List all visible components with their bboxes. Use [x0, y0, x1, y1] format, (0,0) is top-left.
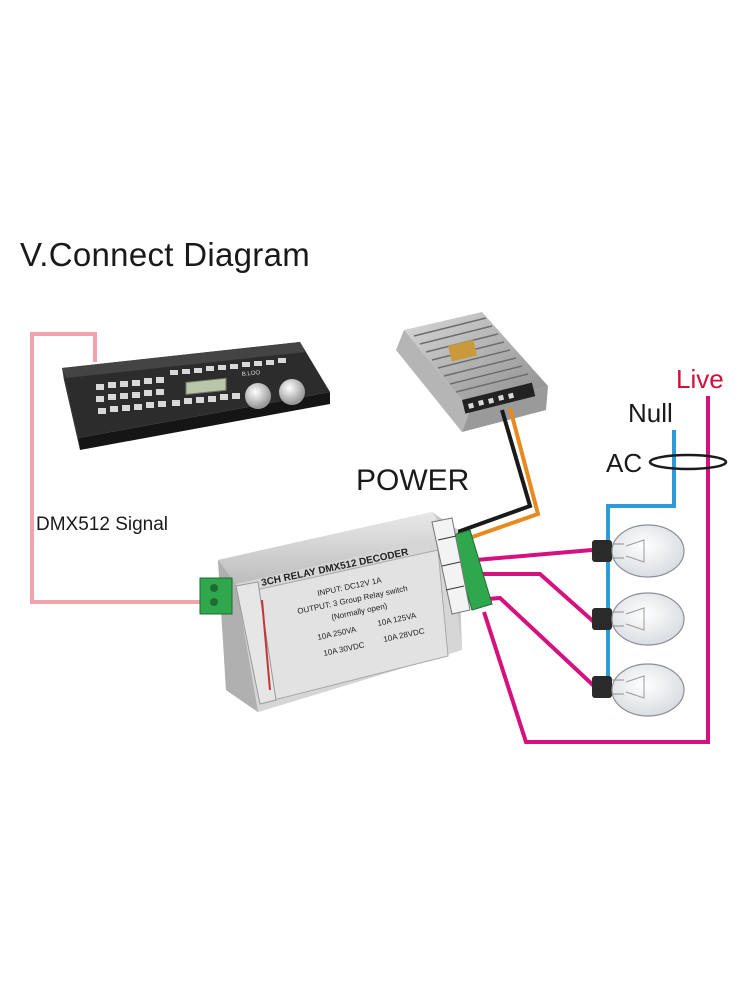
ac-label: AC [606, 448, 643, 478]
diagram-title: V.Connect Diagram [20, 236, 311, 273]
relay-output-wire-2 [468, 572, 596, 624]
dmx-signal-wire [30, 332, 212, 604]
light-bulb-3 [592, 663, 685, 717]
light-bulb-2 [592, 592, 685, 646]
controller-knob-right [279, 379, 305, 405]
dmx-controller: B.LOO [62, 342, 330, 450]
light-bulb-1 [592, 524, 685, 578]
controller-brand: B.LOO [242, 370, 261, 378]
decoder-input-connector [199, 577, 233, 615]
controller-knob-left [245, 383, 271, 409]
live-wire [482, 396, 710, 744]
ac-clamp [648, 453, 728, 471]
dmx-signal-label: DMX512 Signal [36, 514, 169, 535]
power-negative-wire [451, 409, 533, 536]
null-label: Null [628, 398, 673, 428]
live-label: Live [676, 364, 724, 394]
power-label: POWER [356, 464, 470, 497]
dmx-decoder: 3CH RELAY DMX512 DECODER INPUT: DC12V 1A… [199, 512, 493, 712]
power-supply [396, 312, 548, 432]
power-positive-wire [457, 407, 541, 544]
controller-lcd [185, 377, 227, 396]
